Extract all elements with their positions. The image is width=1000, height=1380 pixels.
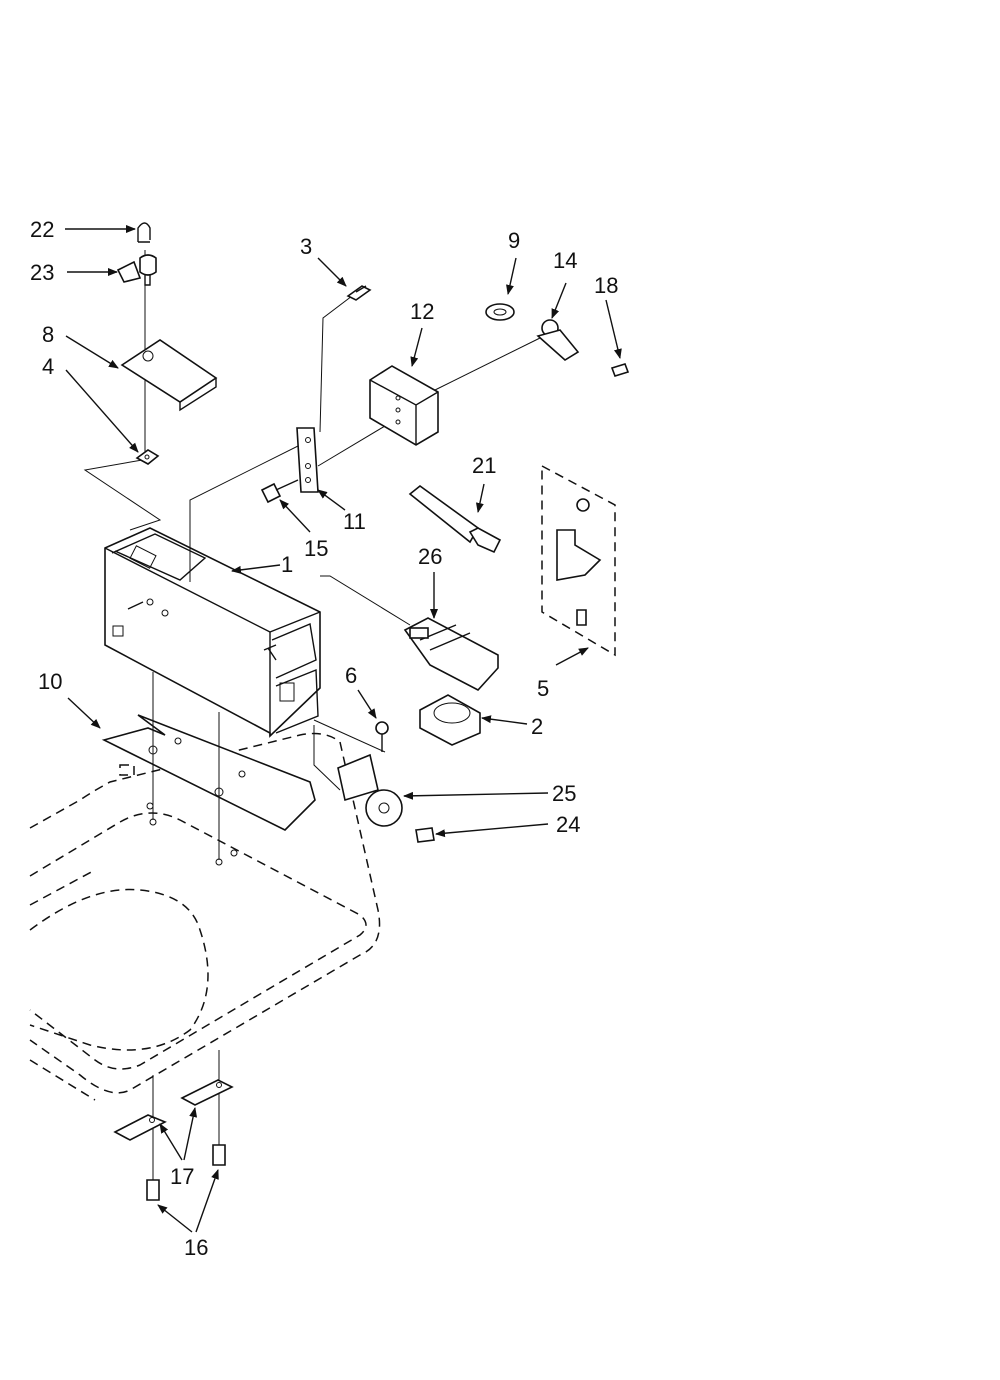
callout-16: 16 (184, 1235, 208, 1260)
callout-1: 1 (281, 552, 293, 577)
callout-8: 8 (42, 322, 54, 347)
timer-box-12 (369, 365, 439, 446)
hook-part (137, 222, 151, 243)
callout-24: 24 (556, 812, 580, 837)
callout-5: 5 (537, 676, 549, 701)
screws-16 (146, 1144, 226, 1201)
callout-2: 2 (531, 714, 543, 739)
callout-25: 25 (552, 781, 576, 806)
holder-2 (419, 694, 481, 746)
callout-11: 11 (343, 509, 366, 534)
callout-3: 3 (300, 234, 312, 259)
screw-6 (375, 721, 389, 752)
callout-22: 22 (30, 217, 54, 242)
kit-5 (541, 464, 616, 657)
callout-9: 9 (508, 228, 520, 253)
bracket-11 (296, 427, 319, 493)
screw-15 (260, 479, 299, 504)
washer-top-panel (29, 732, 381, 1101)
shaft-21 (408, 484, 502, 554)
callout-17: 17 (170, 1164, 194, 1189)
mounting-plate (101, 714, 316, 831)
callout-14: 14 (553, 248, 577, 273)
callout-arrows (65, 225, 622, 1233)
callout-23: 23 (30, 260, 54, 285)
control-housing (104, 527, 321, 738)
switch-26 (403, 617, 499, 691)
assembly-leaders (83, 250, 541, 1180)
callout-6: 6 (345, 663, 357, 688)
bracket-8 (120, 339, 218, 412)
screw-3 (346, 285, 372, 301)
clip-4 (135, 449, 160, 465)
actuator-25 (337, 753, 403, 827)
callout-labels: 22 23 8 4 3 9 14 18 12 11 15 21 1 26 5 6… (30, 217, 618, 1260)
clamp-part (116, 254, 157, 286)
callout-12: 12 (410, 299, 434, 324)
ring-9 (485, 303, 515, 321)
callout-26: 26 (418, 544, 442, 569)
callout-21: 21 (472, 453, 496, 478)
callout-18: 18 (594, 273, 618, 298)
pin-24 (415, 827, 435, 843)
knob-14 (536, 319, 580, 361)
callout-10: 10 (38, 669, 62, 694)
callout-15: 15 (304, 536, 328, 561)
brackets-17 (113, 1079, 234, 1141)
callout-4: 4 (42, 354, 54, 379)
screw-18 (610, 363, 630, 377)
